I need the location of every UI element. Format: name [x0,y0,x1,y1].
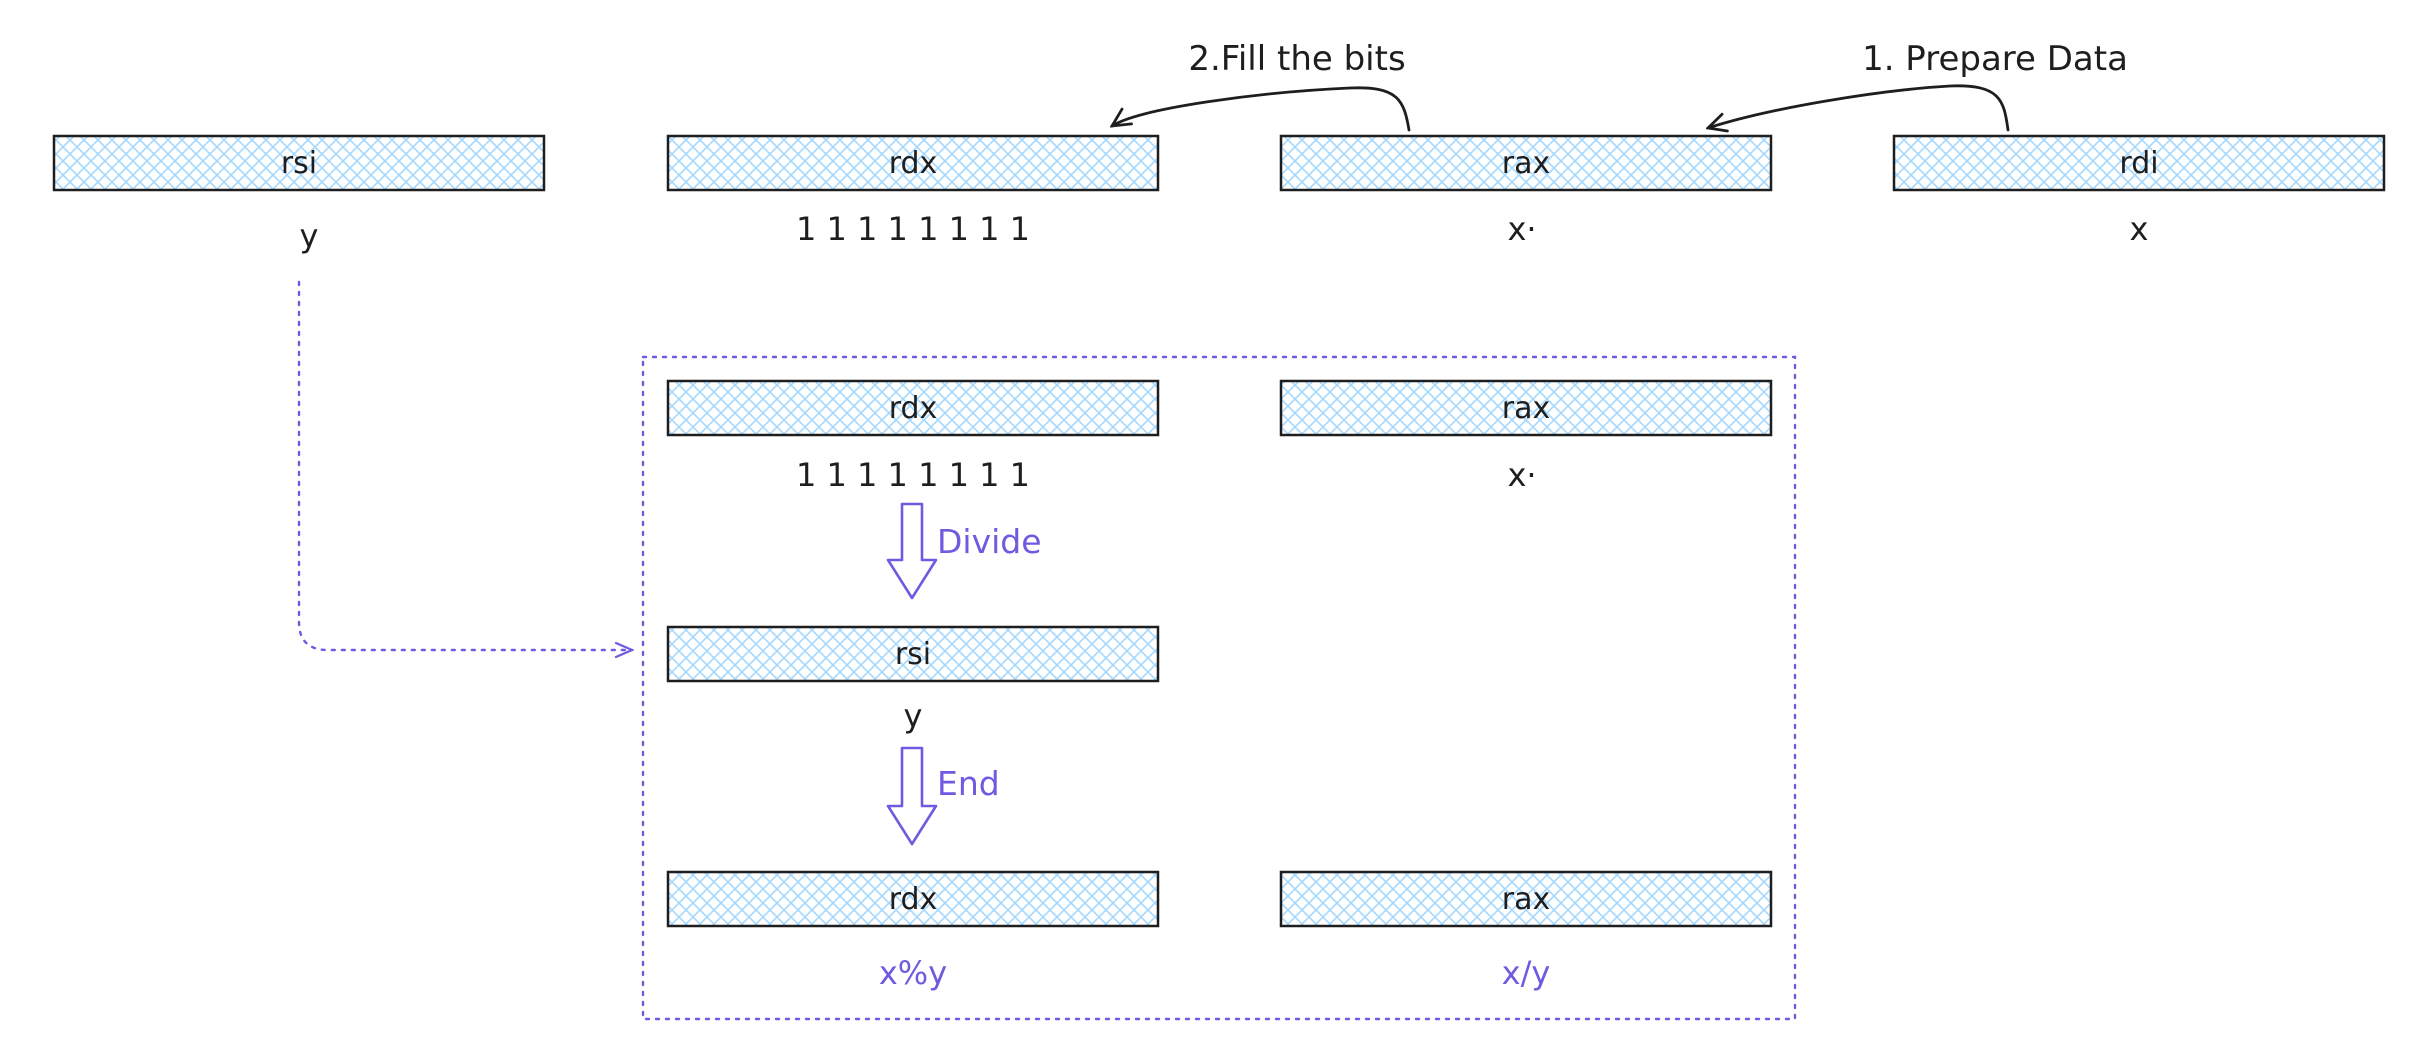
end-arrow-icon [886,746,938,846]
register-value: y [904,697,923,735]
divide-label: Divide [937,522,1042,561]
register-value: x [2130,210,2149,248]
register-label: rdx [889,391,938,426]
register-label: rsi [895,637,931,672]
register-value: y [300,217,319,255]
register-value: 1 1 1 1 1 1 1 1 [796,210,1030,248]
register-rdx-group: rdx [666,379,1160,437]
register-value: 1 1 1 1 1 1 1 1 [796,456,1030,494]
division-group-frame [641,355,1797,1021]
remainder-value: x%y [879,954,947,992]
register-label: rax [1502,391,1550,426]
register-value: x· [1507,456,1536,494]
register-label: rdx [889,146,938,181]
register-label: rdx [889,882,938,917]
register-rax-result: rax [1279,870,1773,928]
step-prepare-arrow [1708,84,2010,130]
register-label: rdi [2119,146,2158,181]
step-fill-arrow [1112,86,1411,132]
register-rdx-top: rdx [666,134,1160,192]
step-prepare-label: 1. Prepare Data [1862,39,2128,79]
register-rax-group: rax [1279,379,1773,437]
rsi-connector-dotted [297,280,632,650]
register-rax-top: rax [1279,134,1773,192]
divide-arrow-icon [886,502,938,600]
register-rdi-top: rdi [1892,134,2386,192]
register-rdx-result: rdx [666,870,1160,928]
register-rsi-top: rsi [52,134,546,192]
register-label: rax [1502,882,1550,917]
register-label: rax [1502,146,1550,181]
end-label: End [937,764,1000,803]
register-value: x· [1507,210,1536,248]
register-rsi-group: rsi [666,625,1160,683]
quotient-value: x/y [1502,954,1551,992]
register-label: rsi [281,146,317,181]
step-fill-label: 2.Fill the bits [1188,39,1405,79]
